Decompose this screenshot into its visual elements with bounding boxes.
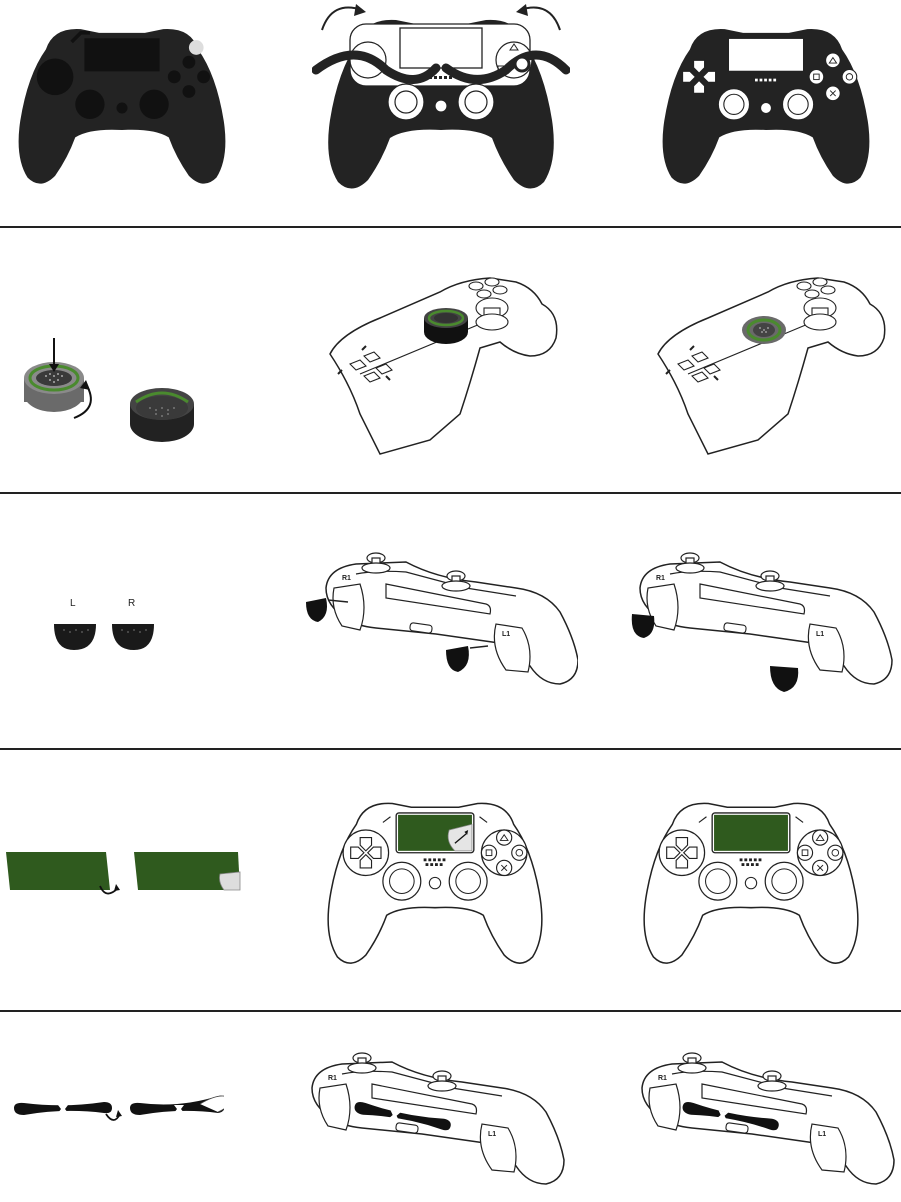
lightbar-stickers-image xyxy=(14,1095,224,1121)
trigger-extenders-image: L R xyxy=(54,598,154,650)
section-divider xyxy=(0,748,901,750)
thumb-grips-image xyxy=(24,338,194,442)
section-divider xyxy=(0,1010,901,1012)
section-divider xyxy=(0,226,901,228)
silicone-skin-image xyxy=(18,29,226,184)
section-divider xyxy=(0,492,901,494)
grip-installed-image xyxy=(657,277,886,455)
lightbar-applied-image xyxy=(641,1052,895,1185)
lightbar-applying-image xyxy=(311,1052,565,1185)
thumb-grip-install-row xyxy=(0,228,901,492)
silicone-skin-install-row xyxy=(0,0,901,226)
touchpad-applied-image xyxy=(643,802,859,964)
touchpad-sticker-install-row xyxy=(0,750,901,1010)
touchpad-stickers-image xyxy=(6,852,241,895)
trigger-label-left: L xyxy=(70,598,76,609)
touchpad-applying-image xyxy=(327,802,543,964)
lightbar-sticker-install-row xyxy=(0,1012,901,1200)
trigger-placing-image xyxy=(306,552,578,685)
trigger-extender-install-row: L R xyxy=(0,494,901,748)
grip-placing-image xyxy=(329,277,558,455)
skin-stretch-image xyxy=(312,4,570,189)
trigger-label-right: R xyxy=(128,598,135,609)
trigger-installed-image xyxy=(631,552,893,692)
skin-installed-image xyxy=(662,29,870,184)
